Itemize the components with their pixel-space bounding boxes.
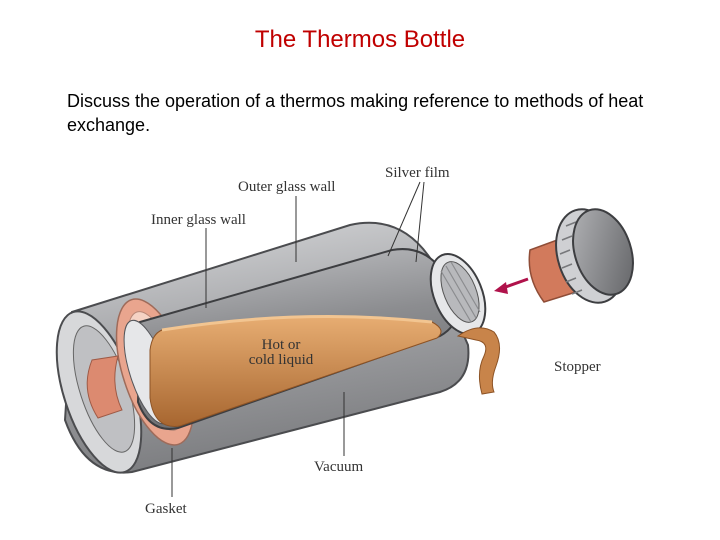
stopper-arrow-head <box>494 282 508 294</box>
label-vacuum: Vacuum <box>314 459 363 475</box>
label-gasket: Gasket <box>145 501 187 517</box>
pouring-stream <box>456 327 500 395</box>
label-silver-film: Silver film <box>385 165 450 181</box>
label-liquid-line-2: cold liquid <box>249 352 314 368</box>
slide-title: The Thermos Bottle <box>254 26 466 53</box>
label-stopper: Stopper <box>554 359 601 375</box>
end-cork <box>86 355 123 419</box>
leader-silver-film-2 <box>415 181 425 263</box>
label-outer-glass-wall: Outer glass wall <box>238 179 335 195</box>
liquid-surface <box>161 315 433 332</box>
stopper-cap <box>555 208 634 304</box>
discussion-prompt: Discuss the operation of a thermos makin… <box>67 91 644 135</box>
leader-silver-film-1 <box>387 181 421 257</box>
leader-lines <box>171 181 425 497</box>
label-liquid-line-1: Hot or <box>262 337 301 353</box>
bottle-neck <box>429 253 487 335</box>
label-inner-glass-wall: Inner glass wall <box>151 212 246 228</box>
